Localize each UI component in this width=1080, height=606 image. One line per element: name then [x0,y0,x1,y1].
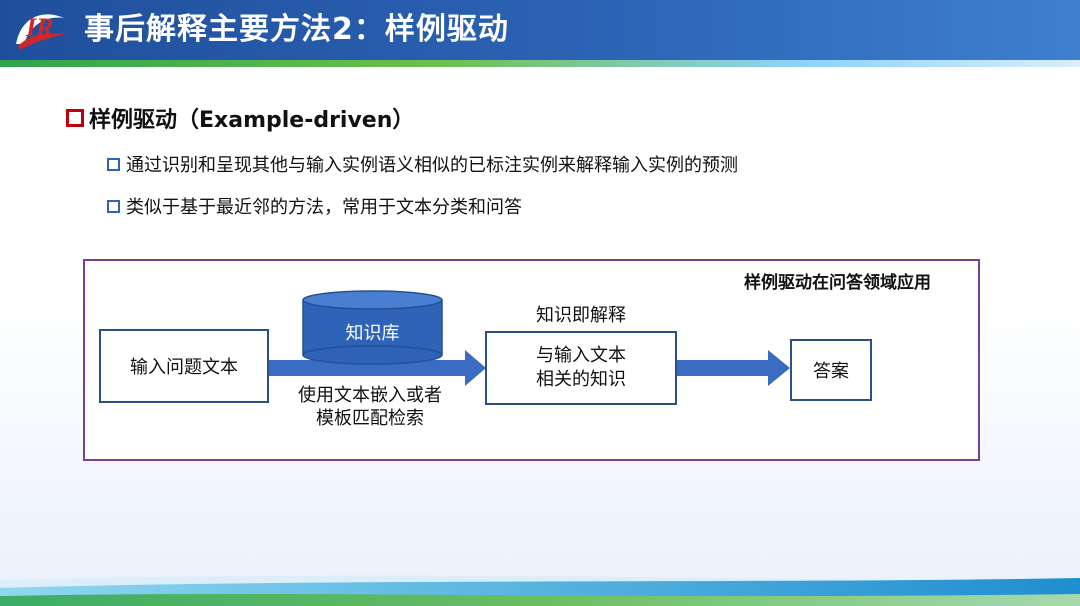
company-logo: IR [12,8,72,52]
blue-square-bullet-icon [107,199,120,213]
answer-box: 答案 [790,339,872,401]
retrieval-label-line2: 模板匹配检索 [316,408,424,429]
blue-square-bullet-icon [107,157,120,171]
page-title: 事后解释主要方法2：样例驱动 [84,12,509,47]
related-knowledge-line1: 与输入文本 [536,345,626,366]
logo-text: IR [26,13,54,42]
knowledge-base-label: 知识库 [345,323,400,344]
header-stripe [0,60,1080,67]
retrieval-arrow [268,350,486,386]
bullet-item: 类似于基于最近邻的方法，常用于文本分类和问答 [107,193,522,219]
explanation-label: 知识即解释 [536,305,626,326]
bullet-text: 通过识别和呈现其他与输入实例语义相似的已标注实例来解释输入实例的预测 [126,155,738,176]
knowledge-base-cylinder-icon [302,290,443,365]
footer-wave [0,575,1080,606]
section-heading: 样例驱动（Example-driven） [66,102,414,134]
diagram-title: 样例驱动在问答领域应用 [744,273,931,293]
answer-arrow [677,350,790,386]
answer-text: 答案 [813,361,849,382]
red-square-bullet-icon [66,109,84,127]
header-bar [0,0,1080,60]
retrieval-label: 使用文本嵌入或者 模板匹配检索 [270,384,470,430]
retrieval-label-line1: 使用文本嵌入或者 [298,385,442,406]
related-knowledge-box: 与输入文本 相关的知识 [485,331,677,405]
related-knowledge-line2: 相关的知识 [536,369,626,390]
bullet-item: 通过识别和呈现其他与输入实例语义相似的已标注实例来解释输入实例的预测 [107,151,738,177]
bullet-text: 类似于基于最近邻的方法，常用于文本分类和问答 [126,197,522,218]
section-heading-text: 样例驱动（Example-driven） [89,108,415,133]
input-question-text: 输入问题文本 [130,357,238,378]
input-question-box: 输入问题文本 [99,329,269,403]
